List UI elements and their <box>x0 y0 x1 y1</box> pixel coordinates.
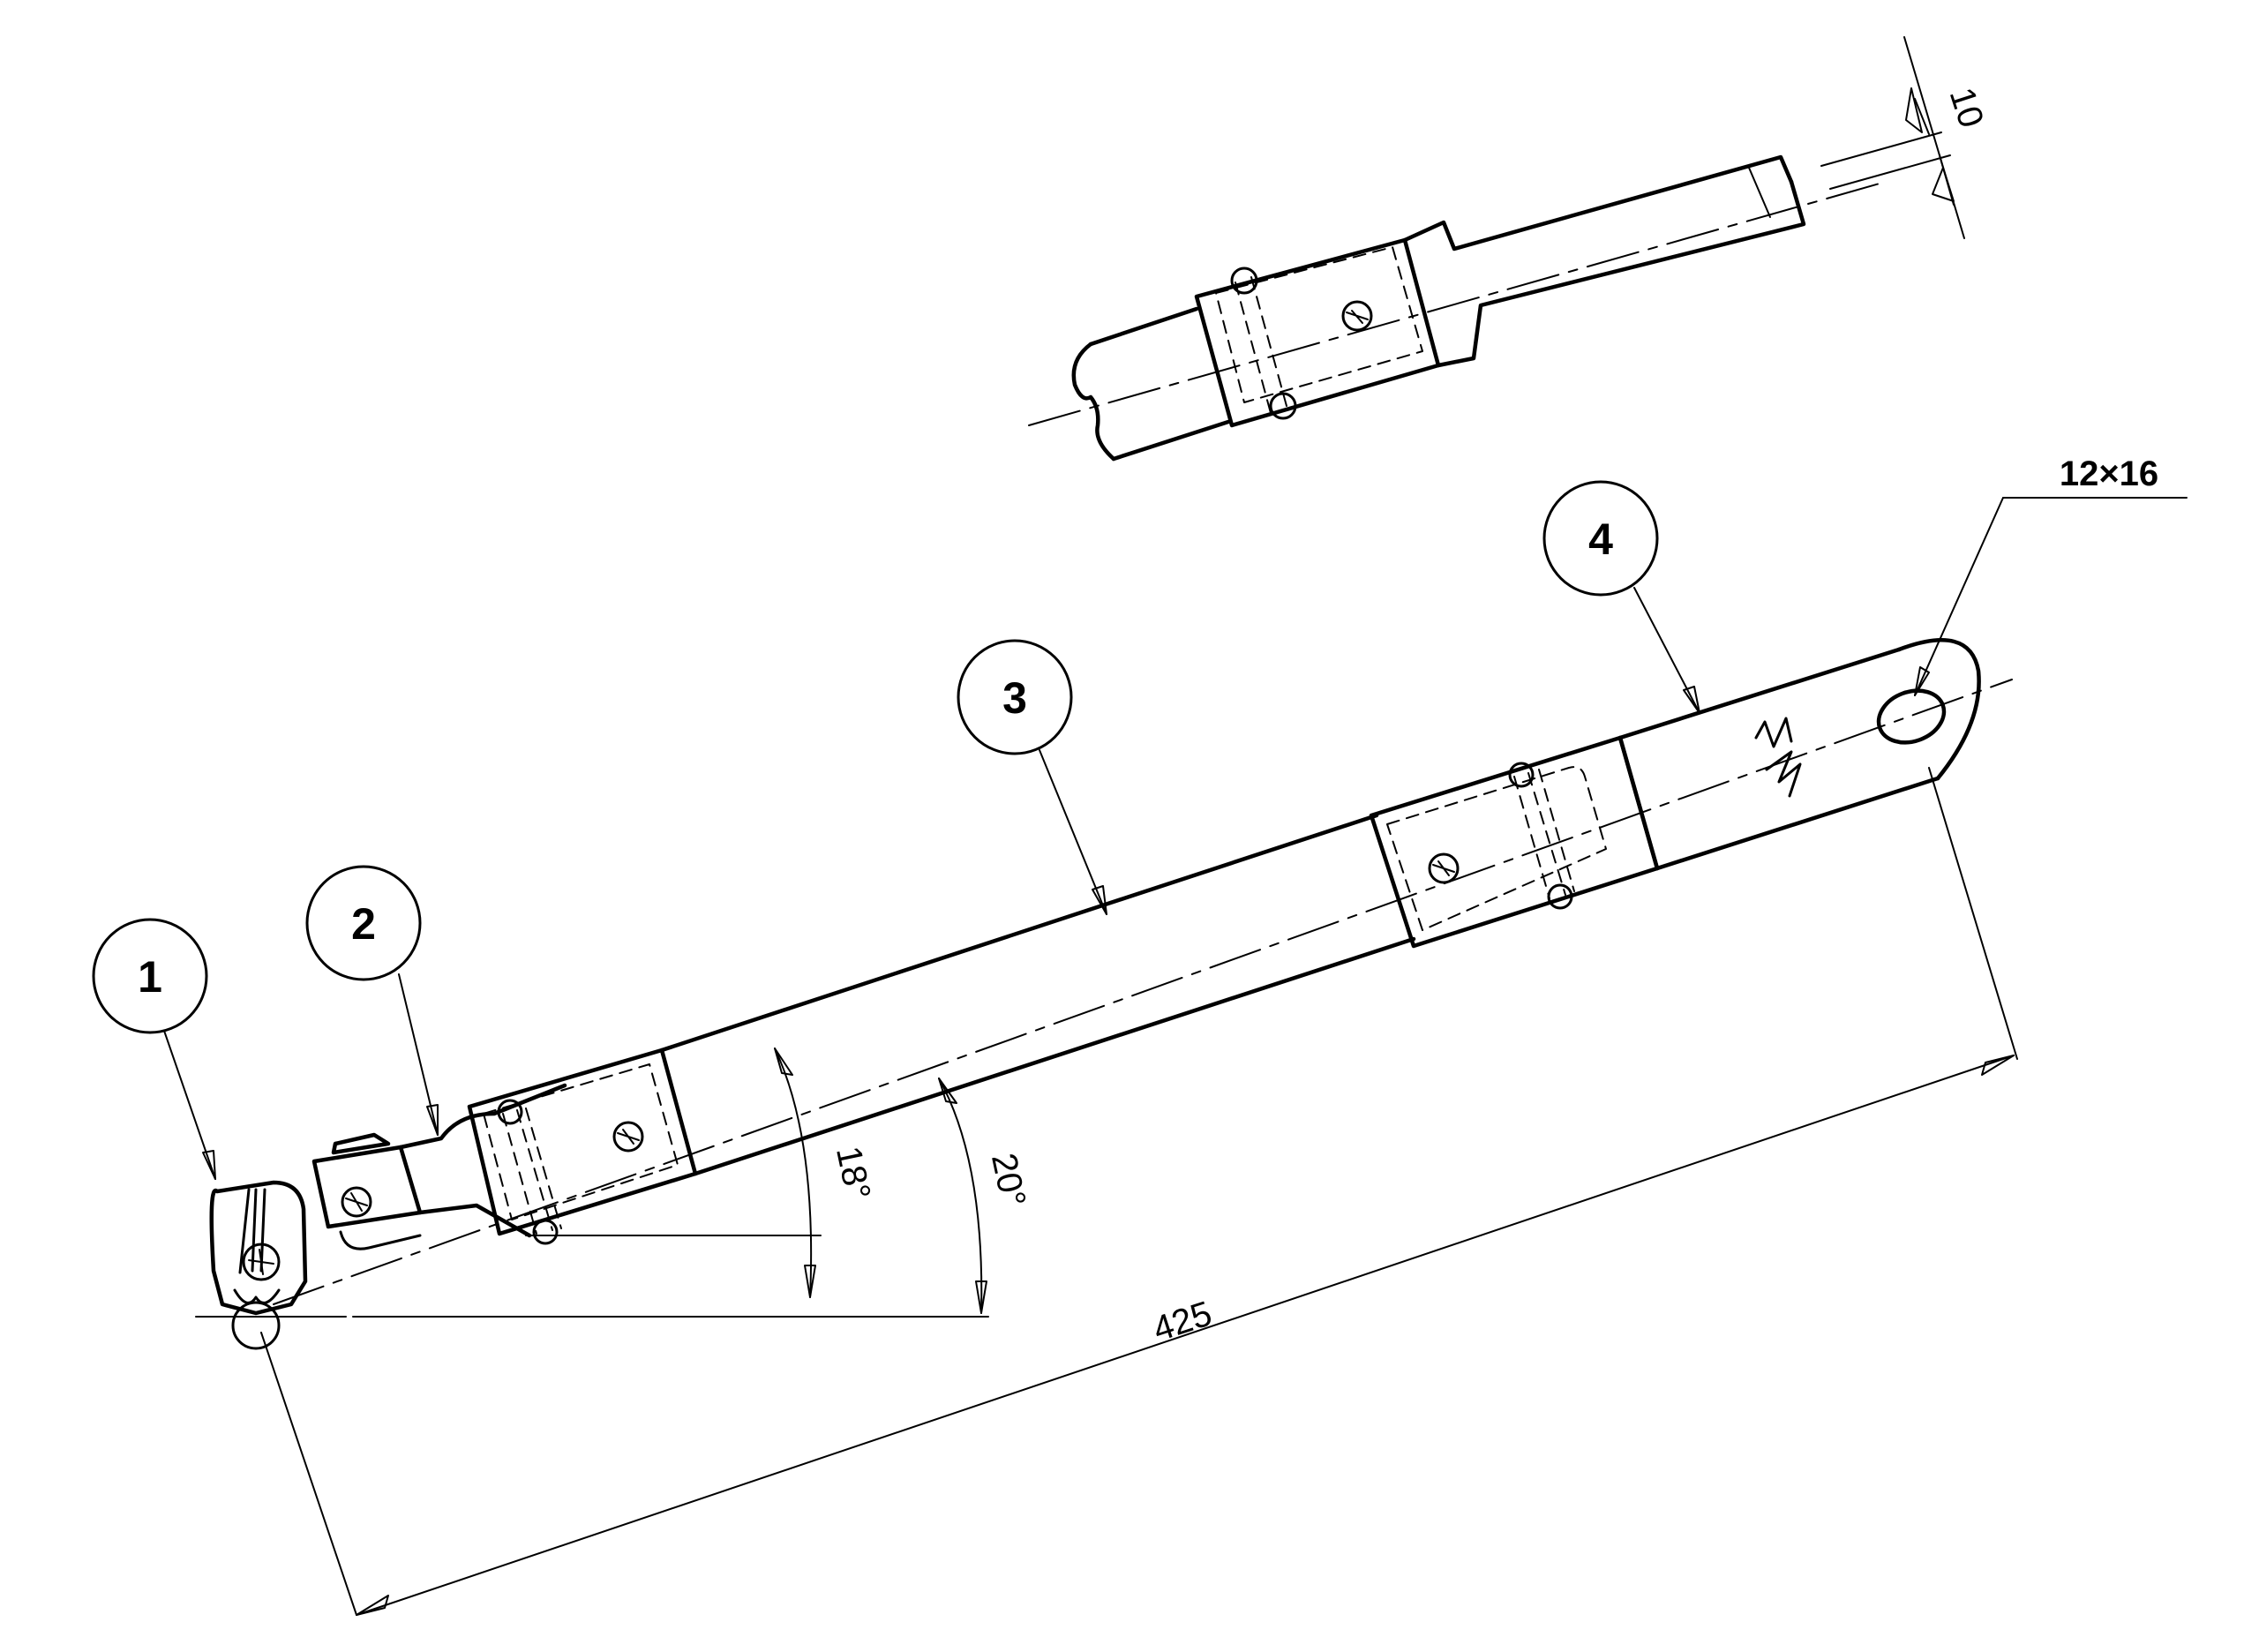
slot-size-label: 12×16 <box>2060 454 2158 493</box>
main-assembly <box>209 638 2013 1350</box>
dimension-labels: 425 10 12×16 18° 20° <box>829 83 2158 1349</box>
balloon-4-label: 4 <box>1588 514 1613 564</box>
angle-18-label: 18° <box>829 1143 878 1203</box>
balloon-2 <box>305 865 422 981</box>
balloon-4 <box>1542 480 1659 597</box>
dimensions <box>195 497 2188 1616</box>
balloon-1-label: 1 <box>138 952 162 1002</box>
balloon-3 <box>957 639 1073 755</box>
balloon-2-label: 2 <box>351 899 376 949</box>
angle-20-label: 20° <box>984 1150 1033 1210</box>
detail-view <box>1028 36 1965 462</box>
balloon-1 <box>92 918 208 1034</box>
balloon-3-label: 3 <box>1002 673 1027 723</box>
dimension-425: 425 <box>1148 1294 1216 1348</box>
balloons: 1 2 3 4 <box>92 480 1700 1180</box>
dimension-10: 10 <box>1942 83 1992 132</box>
